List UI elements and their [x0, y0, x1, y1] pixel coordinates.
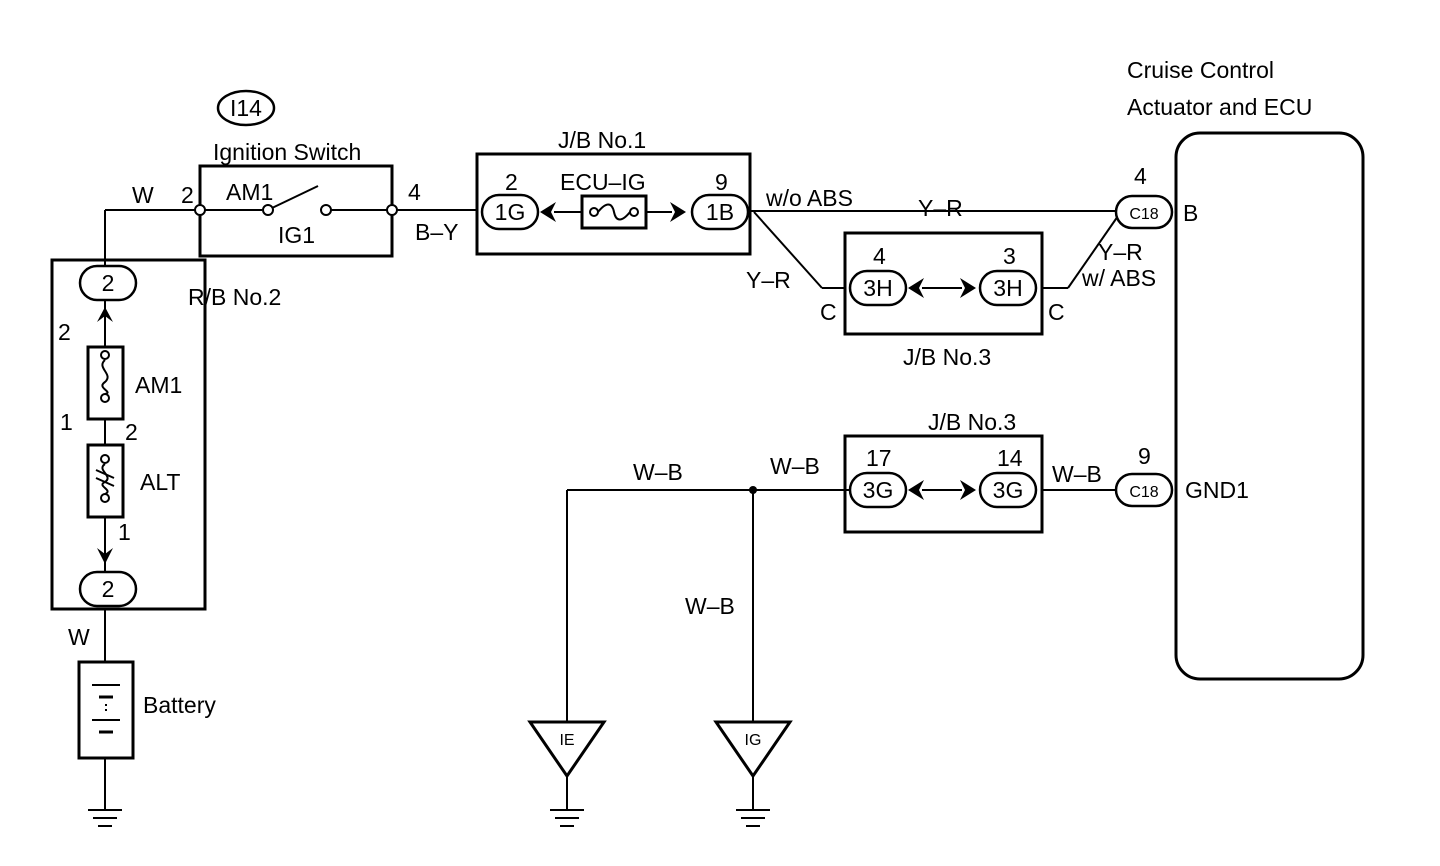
rb2-bottom-connector-label: 2 — [102, 576, 115, 602]
wire-wb-vert: W–B — [685, 593, 735, 619]
rb2-top-connector-label: 2 — [102, 270, 115, 296]
jb1-left-connector-label: 1G — [495, 199, 526, 225]
arrow-left-icon — [908, 278, 924, 298]
jb3-bottom-title: J/B No.3 — [928, 409, 1016, 435]
wire-wb-mid: W–B — [770, 453, 820, 479]
wire-yr-right: Y–R — [1098, 239, 1143, 265]
ignition-switch-ig1: IG1 — [278, 222, 315, 248]
arrow-up-icon — [97, 307, 113, 322]
fuse-alt-label: ALT — [140, 469, 180, 495]
rb2-title: R/B No.2 — [188, 284, 281, 310]
ground-icon — [88, 809, 122, 827]
ignition-switch-id: I14 — [230, 95, 262, 121]
fuse-am1-label: AM1 — [135, 372, 182, 398]
ecu-gnd-connector-label: C18 — [1129, 484, 1158, 501]
jb3-top-left-label: C — [820, 299, 837, 325]
ground-icon — [736, 809, 770, 827]
arrow-right-icon — [960, 278, 976, 298]
jb1-right-connector-label: 1B — [706, 199, 734, 225]
ecu-b-connector — [1114, 194, 1174, 230]
jb3-bottom-right-connector-label: 3G — [993, 477, 1024, 503]
switch-pin-4: 4 — [408, 179, 421, 205]
ecu-gnd-connector — [1114, 472, 1174, 508]
jb3-top-right-label: C — [1048, 299, 1065, 325]
ground-point-ie — [527, 720, 607, 779]
rb2-fuse2-bottom-pin: 1 — [118, 519, 131, 545]
fuse-icon — [597, 203, 631, 221]
jb1-right-pin: 9 — [715, 169, 728, 195]
rb2-box — [50, 258, 207, 611]
wire-w-abs: w/ ABS — [1081, 265, 1156, 291]
jb3-top-left-connector — [848, 269, 908, 307]
fuse-icon — [101, 359, 109, 395]
ecu-b-pin: 4 — [1134, 163, 1147, 189]
jb3-top-left-pin: 4 — [873, 243, 886, 269]
jb3-bottom-right-connector — [978, 471, 1038, 509]
rb2-top-connector — [78, 264, 138, 302]
jb3-bottom-right-pin: 14 — [997, 445, 1023, 471]
ignition-switch-id-badge — [216, 89, 276, 127]
rb2-bottom-connector — [78, 570, 138, 608]
wire-wo-abs: w/o ABS — [765, 185, 853, 211]
arrow-left-icon — [908, 480, 924, 500]
rb2-fuse1-bottom-pin: 1 — [60, 409, 73, 435]
arrow-right-icon — [960, 480, 976, 500]
jb1-left-connector — [480, 193, 540, 231]
rb2-fuse2-top-pin: 2 — [125, 419, 138, 445]
wire-yr-left: Y–R — [746, 267, 791, 293]
ecu-gnd-pin: 9 — [1138, 443, 1151, 469]
wire-by: B–Y — [415, 219, 458, 245]
wire-wb-right: W–B — [1052, 461, 1102, 487]
ecu-box — [1174, 131, 1365, 681]
jb3-top-right-pin: 3 — [1003, 243, 1016, 269]
ignition-switch-am1: AM1 — [226, 179, 273, 205]
ecu-title-line1: Cruise Control — [1127, 57, 1274, 83]
wire-w-top: W — [132, 182, 154, 208]
jb3-top-right-connector-label: 3H — [993, 275, 1022, 301]
jb1-title: J/B No.1 — [558, 127, 646, 153]
ground-ie-label: IE — [559, 732, 574, 749]
jb1-left-pin: 2 — [505, 169, 518, 195]
ecu-b-connector-label: C18 — [1129, 206, 1158, 223]
rb2-fuse1-top-pin: 2 — [58, 319, 71, 345]
ignition-switch-title: Ignition Switch — [213, 139, 361, 165]
ground-icon — [550, 809, 584, 827]
jb3-bottom-left-pin: 17 — [866, 445, 892, 471]
jb3-top-right-connector — [978, 269, 1038, 307]
ground-point-ig — [713, 720, 793, 779]
jb1-fuse-label: ECU–IG — [560, 169, 646, 195]
arrow-down-icon — [97, 548, 113, 564]
wire-w-bottom: W — [68, 624, 90, 650]
wire-wb-left: W–B — [633, 459, 683, 485]
wire-yr-top: Y–R — [918, 195, 963, 221]
ground-ig-label: IG — [745, 732, 762, 749]
jb3-top-title: J/B No.3 — [903, 344, 991, 370]
switch-pin-2: 2 — [181, 182, 194, 208]
jb3-bottom-left-connector-label: 3G — [863, 477, 894, 503]
ecu-gnd-terminal: GND1 — [1185, 477, 1249, 503]
arrow-right-icon — [670, 202, 686, 222]
ecu-b-terminal: B — [1183, 200, 1198, 226]
battery-label: Battery — [143, 692, 216, 718]
arrow-left-icon — [540, 202, 556, 222]
switch-contact-icon — [271, 185, 319, 209]
jb3-top-left-connector-label: 3H — [863, 275, 892, 301]
ecu-title-line2: Actuator and ECU — [1127, 94, 1312, 120]
